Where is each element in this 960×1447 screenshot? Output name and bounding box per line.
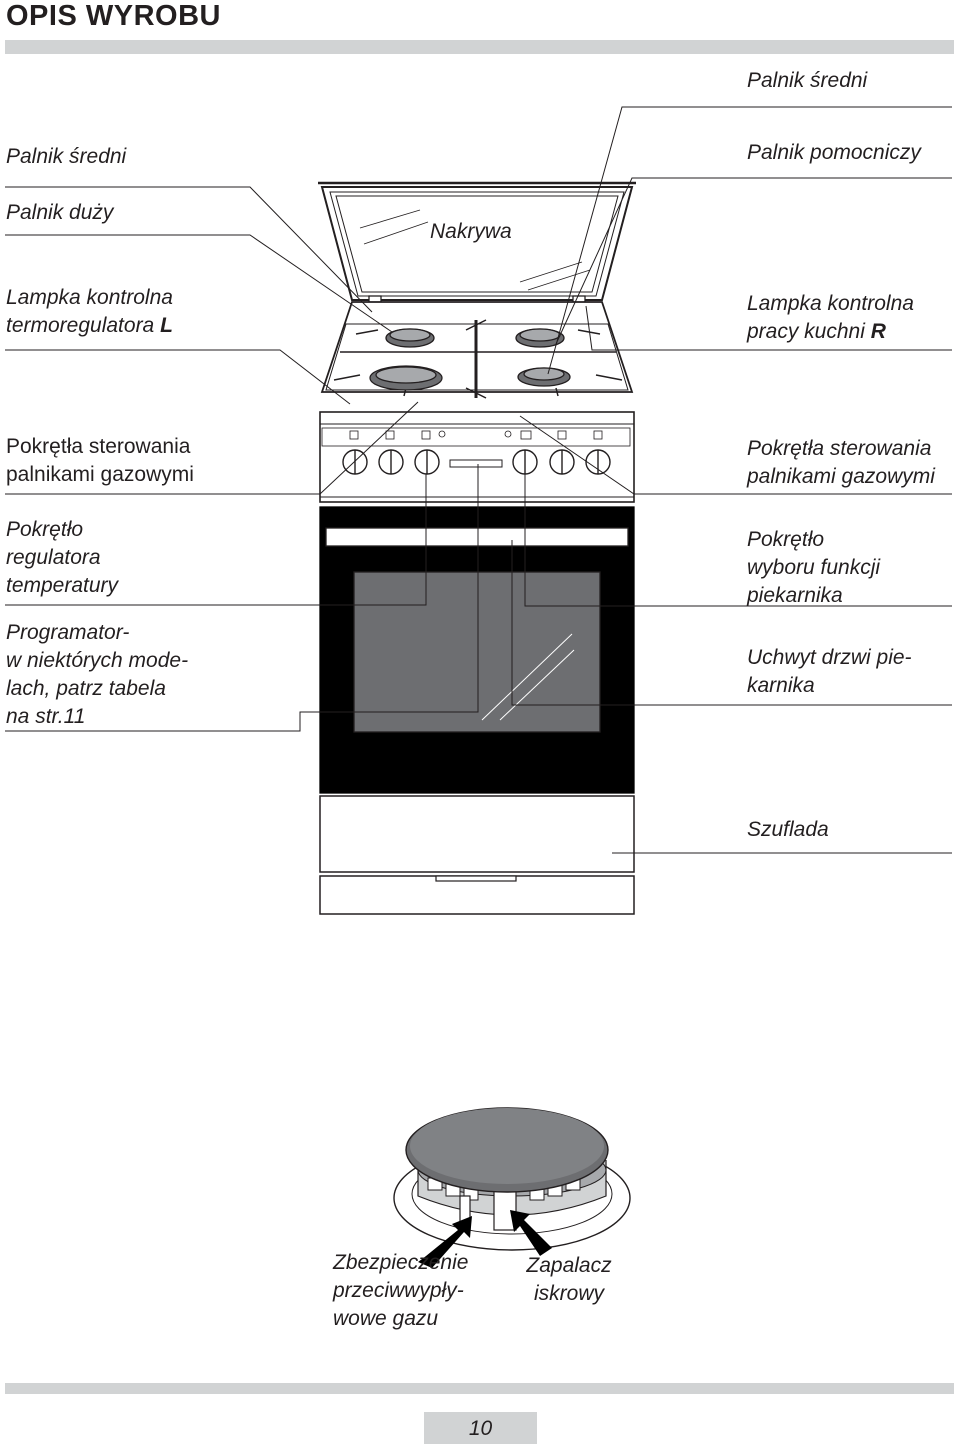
oven-window <box>353 571 601 733</box>
arrow-right <box>510 1210 552 1256</box>
control-panel <box>319 411 635 503</box>
label-palnik-sredni-right: Palnik średni <box>747 69 868 92</box>
label-uchwyt: Uchwyt drzwi pie- karnika <box>747 646 912 697</box>
knobs <box>342 449 611 475</box>
page-title: OPIS WYROBU <box>6 0 221 32</box>
programmer <box>449 459 503 468</box>
label-palnik-pomocniczy: Palnik pomocniczy <box>747 141 921 164</box>
label-lampka-r: Lampka kontrolna pracy kuchni R <box>747 290 914 346</box>
header-bar <box>5 40 954 54</box>
label-lampka-l-line1: Lampka kontrolna <box>6 286 173 309</box>
label-wybor: Pokrętło wyboru funkcji piekarnika <box>747 528 881 607</box>
label-lampka-r-line1: Lampka kontrolna <box>747 292 914 315</box>
label-palnik-duzy: Palnik duży <box>6 201 114 224</box>
label-programator: Programator- w niektórych mode- lach, pa… <box>6 621 189 728</box>
label-zabezpieczenie: Zbezpieczenie przeciwwypły- wowe gazu <box>333 1251 469 1330</box>
footer-bar <box>5 1383 954 1394</box>
label-lampka-l: Lampka kontrolna termoregulatora L <box>6 284 173 340</box>
page-number: 10 <box>424 1412 537 1444</box>
label-lampka-l-line2: termoregulatora L <box>6 314 173 337</box>
label-szuflada: Szuflada <box>747 818 829 841</box>
label-palnik-sredni-left: Palnik średni <box>6 145 127 168</box>
label-pokretla-right: Pokrętła sterowania palnikami gazowymi <box>747 437 935 488</box>
lid <box>320 186 634 301</box>
label-zapalacz: Zapalacz iskrowy <box>526 1254 612 1305</box>
label-nakrywa: Nakrywa <box>430 220 512 243</box>
label-pokretla-left: Pokrętła sterowania palnikami gazowymi <box>6 435 194 486</box>
burner-detail <box>393 1107 631 1268</box>
label-lampka-r-line2: pracy kuchni R <box>747 320 886 343</box>
drawer <box>319 795 635 873</box>
label-regulator: Pokrętło regulatora temperatury <box>6 518 119 597</box>
arrow-left <box>418 1216 472 1268</box>
